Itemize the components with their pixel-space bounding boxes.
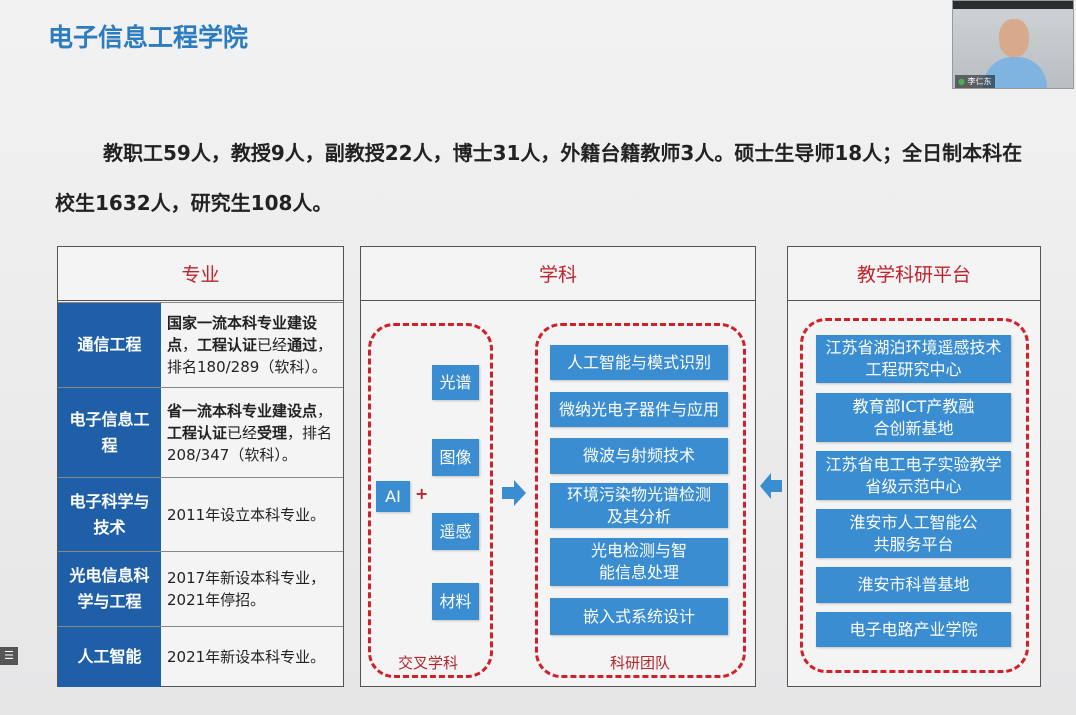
arrow-left-icon [760, 473, 782, 499]
research-team-group [535, 323, 746, 678]
webcam-topbar [953, 1, 1073, 9]
cross-label: 交叉学科 [398, 654, 459, 672]
platform-box: 电子电路产业学院 [816, 612, 1011, 647]
webcam-video[interactable]: ● 李仁东 [952, 0, 1074, 89]
arrow-right-icon [502, 480, 526, 506]
major-desc: 2011年设立本科专业。 [167, 505, 326, 524]
team-box: 微波与射频技术 [550, 438, 728, 474]
plus-sign: + [415, 484, 429, 503]
major-row: 通信工程 国家一流本科专业建设点，工程认证已经通过，排名180/289（软科）。 [58, 302, 343, 387]
major-name: 电子信息工程 [58, 388, 161, 477]
team-label: 科研团队 [610, 654, 671, 672]
major-desc: 2017年新设本科专业，2021年停招。 [167, 569, 326, 609]
major-desc: 国家一流本科专业建设点，工程认证已经通过，排名180/289（软科）。 [167, 314, 333, 376]
platform-group [800, 318, 1029, 673]
team-box: 光电检测与智能信息处理 [550, 538, 728, 586]
team-box: 嵌入式系统设计 [550, 598, 728, 635]
ai-box: AI [376, 481, 410, 512]
speaker-name-text: 李仁东 [967, 77, 992, 86]
cross-box: 光谱 [432, 365, 479, 400]
cross-box: 图像 [432, 439, 479, 476]
major-name: 光电信息科学与工程 [58, 552, 161, 626]
platform-box: 江苏省湖泊环境遥感技术工程研究中心 [816, 335, 1011, 383]
platform-box: 江苏省电工电子实验教学省级示范中心 [816, 451, 1011, 500]
platform-box: 淮安市人工智能公共服务平台 [816, 509, 1011, 558]
speaker-face [999, 19, 1029, 57]
cross-discipline-group [368, 323, 493, 678]
speaker-name: ● 李仁东 [955, 75, 995, 88]
summary-text: 教职工59人，教授9人，副教授22人，博士31人，外籍台籍教师3人。硕士生导师1… [55, 141, 1023, 215]
major-row: 人工智能 2021年新设本科专业。 [58, 626, 343, 687]
disciplines-header: 学科 [361, 247, 755, 301]
major-row: 电子信息工程 省一流本科专业建设点，工程认证已经受理，排名208/347（软科）… [58, 387, 343, 477]
major-row: 电子科学与技术 2011年设立本科专业。 [58, 477, 343, 551]
team-box: 人工智能与模式识别 [550, 345, 728, 380]
menu-icon[interactable]: ☰ [0, 647, 18, 665]
major-name: 电子科学与技术 [58, 478, 161, 551]
team-box: 微纳光电子器件与应用 [550, 392, 728, 427]
major-name: 人工智能 [58, 627, 161, 687]
majors-header: 专业 [58, 247, 343, 301]
cross-box: 遥感 [432, 513, 479, 550]
platform-box: 教育部ICT产教融合创新基地 [816, 393, 1011, 442]
slide-title: 电子信息工程学院 [48, 23, 249, 52]
major-name: 通信工程 [58, 303, 161, 387]
major-desc: 2021年新设本科专业。 [167, 648, 326, 666]
major-desc: 省一流本科专业建设点，工程认证已经受理，排名208/347（软科）。 [167, 401, 333, 464]
platforms-header: 教学科研平台 [788, 247, 1040, 301]
team-box: 环境污染物光谱检测及其分析 [550, 483, 728, 528]
majors-panel: 专业 通信工程 国家一流本科专业建设点，工程认证已经通过，排名180/289（软… [57, 246, 344, 687]
major-row: 光电信息科学与工程 2017年新设本科专业，2021年停招。 [58, 551, 343, 626]
platform-box: 淮安市科普基地 [816, 567, 1011, 603]
mic-icon: ● [958, 77, 965, 86]
cross-box: 材料 [432, 583, 479, 620]
